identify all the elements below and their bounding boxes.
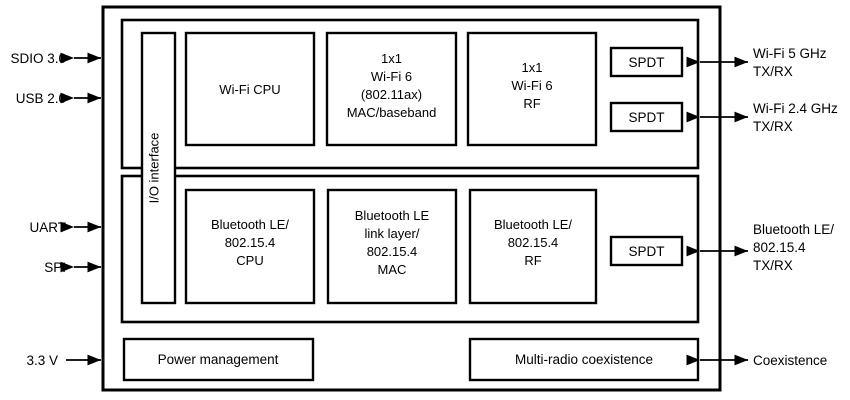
port-label-uart: UART — [29, 220, 66, 235]
ble-rf-line-1: Bluetooth LE/ — [494, 217, 572, 232]
ble-cpu-block[interactable] — [184, 188, 316, 305]
ble-link-layer-mac-label: Bluetooth LE link layer/ 802.15.4 MAC — [355, 208, 430, 277]
wifi-24ghz-line-2: TX/RX — [753, 119, 793, 134]
wifi-mac-baseband-block[interactable] — [325, 31, 458, 147]
ble-rf-block[interactable] — [468, 188, 598, 305]
ble-rf-label: Bluetooth LE/ 802.15.4 RF — [494, 217, 572, 268]
ble-ll-line-3: 802.15.4 — [367, 244, 418, 259]
right-port-connectors — [686, 56, 748, 366]
spdt-wifi-24ghz-block[interactable] — [609, 101, 684, 133]
port-label-spi: SPI — [44, 260, 66, 275]
port-label-wifi-5ghz: Wi-Fi 5 GHz TX/RX — [753, 46, 827, 79]
wifi-rf-label: 1x1 Wi-Fi 6 RF — [511, 60, 552, 111]
bluetooth-line-3: TX/RX — [753, 258, 793, 273]
wifi-rf-line-2: Wi-Fi 6 — [511, 78, 552, 93]
multi-radio-coexistence-label: Multi-radio coexistence — [515, 352, 653, 367]
ble-cpu-label: Bluetooth LE/ 802.15.4 CPU — [211, 217, 289, 268]
spdt-wifi-5ghz-label: SPDT — [628, 55, 664, 70]
port-label-usb: USB 2.0 — [16, 91, 66, 106]
wifi-cpu-block[interactable] — [184, 31, 316, 147]
chip-outline — [101, 5, 722, 392]
wifi-rf-line-1: 1x1 — [522, 60, 543, 75]
spdt-bluetooth-label: SPDT — [628, 244, 664, 259]
ble-cpu-line-3: CPU — [236, 253, 263, 268]
port-label-sdio: SDIO 3.0 — [10, 51, 66, 66]
wifi-mac-line-2: Wi-Fi 6 — [371, 69, 412, 84]
io-interface-block[interactable] — [140, 31, 177, 305]
ble-ll-line-1: Bluetooth LE — [355, 208, 430, 223]
ble-ll-line-4: MAC — [378, 262, 407, 277]
wifi-cpu-label: Wi-Fi CPU — [219, 82, 280, 97]
wifi-5ghz-line-2: TX/RX — [753, 64, 793, 79]
port-label-coexistence: Coexistence — [753, 353, 827, 368]
wifi-rf-line-3: RF — [523, 96, 540, 111]
wifi-mac-line-3: (802.11ax) — [361, 87, 422, 102]
port-label-power: 3.3 V — [26, 353, 58, 368]
ble-rf-line-2: 802.15.4 — [508, 235, 559, 250]
spdt-wifi-5ghz-block[interactable] — [609, 46, 684, 78]
spdt-bluetooth-block[interactable] — [609, 235, 684, 267]
bluetooth-line-1: Bluetooth LE/ — [753, 222, 834, 237]
ble-cpu-line-1: Bluetooth LE/ — [211, 217, 289, 232]
ble-rf-line-3: RF — [524, 253, 541, 268]
ble-link-layer-mac-block[interactable] — [326, 188, 458, 305]
power-management-block[interactable] — [122, 337, 315, 382]
wifi-mac-baseband-label: 1x1 Wi-Fi 6 (802.11ax) MAC/baseband — [347, 51, 437, 120]
wifi-mac-line-1: 1x1 — [381, 51, 402, 66]
wifi-rf-block[interactable] — [466, 31, 598, 147]
port-label-bluetooth: Bluetooth LE/ 802.15.4 TX/RX — [753, 222, 834, 273]
wifi-24ghz-line-1: Wi-Fi 2.4 GHz — [753, 101, 838, 116]
spdt-wifi-24ghz-label: SPDT — [628, 110, 664, 125]
ble-ll-line-2: link layer/ — [365, 226, 420, 241]
power-management-label: Power management — [158, 352, 279, 367]
wifi-mac-line-4: MAC/baseband — [347, 105, 437, 120]
ble-cpu-line-2: 802.15.4 — [225, 235, 276, 250]
port-label-wifi-24ghz: Wi-Fi 2.4 GHz TX/RX — [753, 101, 838, 134]
left-port-connectors — [60, 52, 101, 366]
io-interface-label: I/O interface — [147, 133, 162, 204]
bluetooth-line-2: 802.15.4 — [753, 240, 806, 255]
wifi-5ghz-line-1: Wi-Fi 5 GHz — [753, 46, 827, 61]
